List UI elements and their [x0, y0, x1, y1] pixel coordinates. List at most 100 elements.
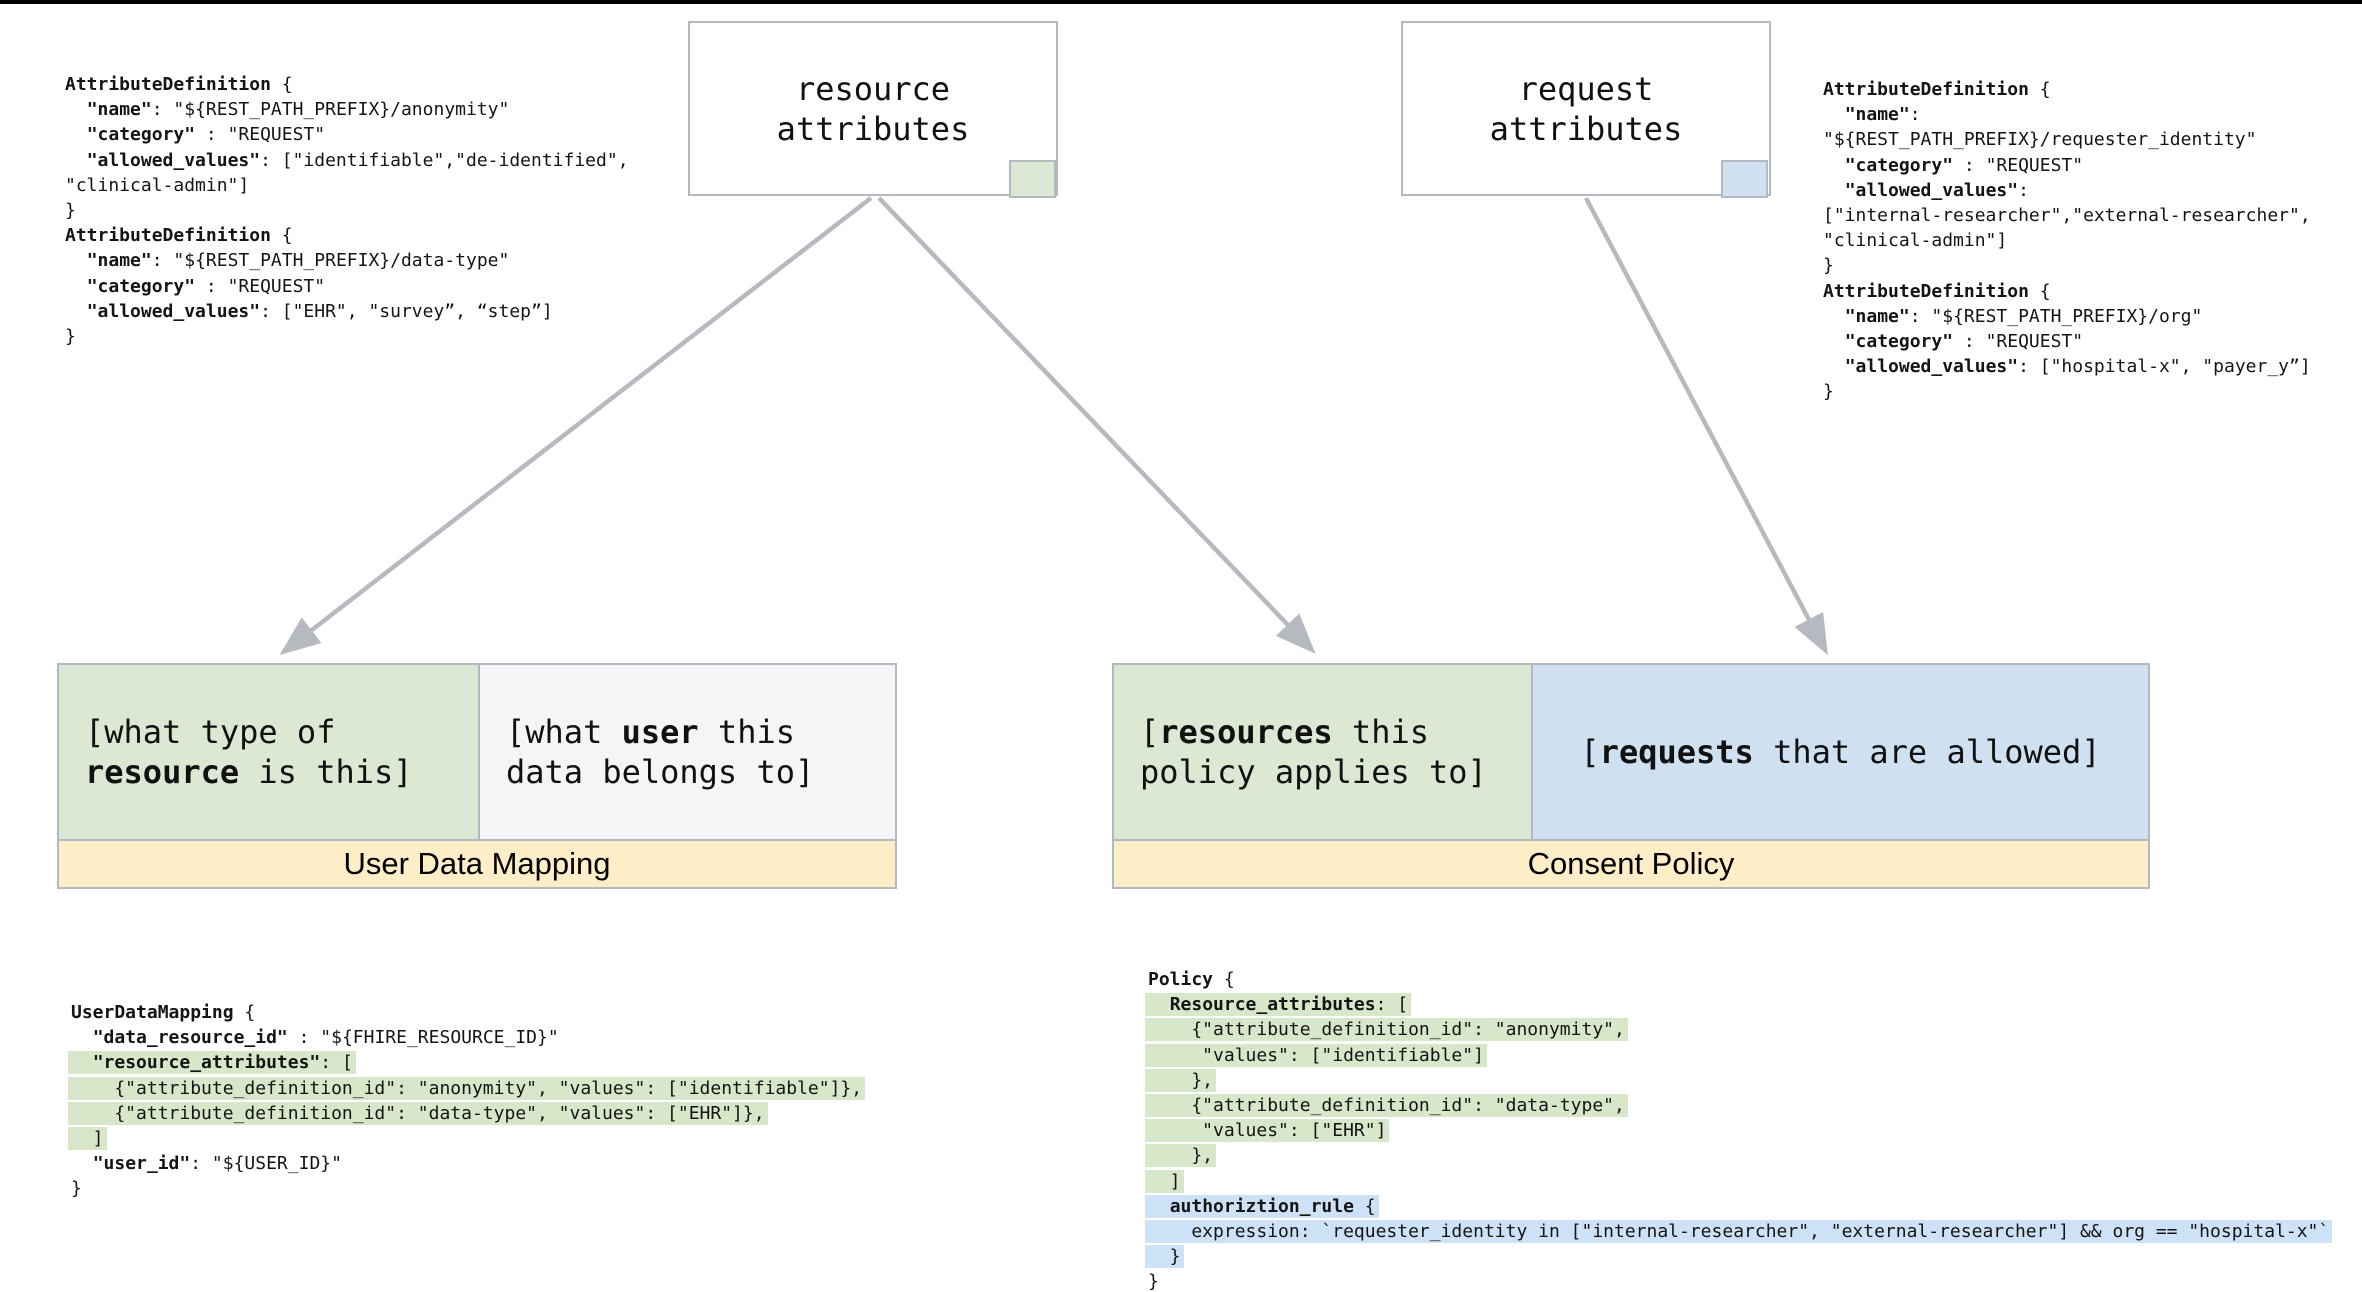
text-run	[1823, 306, 1845, 327]
text-line: {"attribute_definition_id": "anonymity",…	[68, 1076, 866, 1101]
arrow-request-to-policy	[1584, 196, 1828, 656]
text-run: resource	[85, 753, 240, 791]
text-run: "name"	[86, 250, 152, 272]
text-run: : "REQUEST"	[195, 124, 326, 146]
text-run	[1823, 180, 1845, 201]
text-line: "clinical-admin"]	[65, 173, 629, 198]
text-line: attributes	[777, 109, 970, 149]
text-line: "name": "${REST_PATH_PREFIX}/anonymity"	[65, 97, 629, 122]
text-line: },	[1145, 1143, 2332, 1168]
text-run	[65, 150, 87, 171]
text-run: AttributeDefinition	[1823, 79, 2029, 100]
policy-code: Policy { Resource_attributes: [ {"attrib…	[1145, 967, 2333, 1292]
text-line: "name": "${REST_PATH_PREFIX}/org"	[1823, 304, 2311, 329]
text-run: "user_id"	[92, 1153, 191, 1175]
text-run: },	[1148, 1145, 1214, 1167]
text-line: resource is this]	[85, 752, 478, 792]
text-line: "data_resource_id" : "${FHIRE_RESOURCE_I…	[71, 1025, 865, 1050]
attribute-definition-right-code: AttributeDefinition { "name":"${REST_PAT…	[1823, 77, 2311, 405]
text-run: : "REQUEST"	[1953, 154, 2084, 176]
text-run: "clinical-admin"]	[65, 174, 250, 196]
arrow-resource-to-policy	[877, 196, 1316, 654]
text-line: {"attribute_definition_id": "data-type",…	[68, 1101, 865, 1126]
text-line: "allowed_values": ["hospital-x", "payer_…	[1823, 354, 2311, 379]
text-run: }	[1148, 1246, 1181, 1268]
text-line: authoriztion_rule {	[1145, 1194, 2332, 1219]
text-run: that are allowed]	[1753, 733, 2101, 771]
text-run: "name"	[86, 99, 152, 121]
text-run: : "REQUEST"	[1953, 331, 2084, 353]
text-run: "allowed_values"	[1844, 356, 2019, 378]
text-run: {	[233, 1002, 256, 1023]
text-line: }	[71, 1176, 865, 1201]
text-run: {	[1353, 1195, 1376, 1217]
text-line: AttributeDefinition {	[1823, 279, 2311, 304]
text-run: authoriztion_rule	[1169, 1195, 1354, 1217]
text-line: "category" : "REQUEST"	[1823, 153, 2311, 178]
text-run: : "${REST_PATH_PREFIX}/org"	[1909, 305, 2203, 327]
text-run: [what type of	[85, 713, 336, 751]
text-line: }	[65, 324, 629, 349]
text-run: }	[65, 326, 76, 348]
text-run: : "${REST_PATH_PREFIX}/anonymity"	[151, 99, 510, 121]
text-line: ]	[68, 1126, 865, 1151]
text-run	[65, 250, 87, 271]
text-line: AttributeDefinition {	[65, 72, 629, 97]
text-line: Policy {	[1148, 967, 2332, 992]
text-run	[71, 1027, 93, 1048]
text-line: resource	[796, 69, 950, 109]
text-run: : "${FHIRE_RESOURCE_ID}"	[287, 1027, 559, 1049]
text-run: this	[1332, 713, 1429, 751]
text-run: ["internal-researcher","external-researc…	[1823, 205, 2311, 227]
resource-corner-swatch	[1009, 160, 1056, 198]
text-run: : [	[320, 1052, 353, 1074]
text-run: Resource_attributes	[1169, 994, 1376, 1016]
user-data-mapping-caption: User Data Mapping	[59, 839, 895, 887]
text-run: : ["hospital-x", "payer_y”]	[2018, 356, 2311, 378]
text-line: }	[1823, 379, 2311, 404]
text-run	[1823, 104, 1845, 125]
text-line: "values": ["EHR"]	[1145, 1118, 2332, 1143]
user-data-mapping-code: UserDataMapping { "data_resource_id" : "…	[68, 1000, 866, 1202]
text-line: ["internal-researcher","external-researc…	[1823, 203, 2311, 228]
text-run: attributes	[776, 109, 970, 148]
text-line: data belongs to]	[506, 752, 895, 792]
text-run	[1823, 155, 1845, 176]
text-line: "category" : "REQUEST"	[65, 274, 629, 299]
text-run: AttributeDefinition	[65, 225, 271, 247]
text-run: {"attribute_definition_id": "anonymity",…	[71, 1077, 863, 1099]
text-line: AttributeDefinition {	[65, 223, 629, 248]
text-run: {	[2028, 79, 2051, 100]
text-run: ]	[71, 1128, 104, 1150]
text-line: [resources this	[1140, 712, 1531, 752]
text-run: "allowed_values"	[1844, 179, 2019, 201]
text-run: "values": ["identifiable"]	[1148, 1044, 1484, 1066]
text-line: [requests that are allowed]	[1580, 732, 2100, 772]
text-run	[65, 301, 87, 322]
text-run: AttributeDefinition	[1823, 280, 2029, 302]
text-line: "resource_attributes": [	[68, 1050, 865, 1075]
text-run: "category"	[86, 124, 196, 146]
text-run: {"attribute_definition_id": "data-type",…	[71, 1102, 765, 1124]
text-line: }	[65, 198, 629, 223]
text-run: "resource_attributes"	[92, 1052, 321, 1074]
text-line: "${REST_PATH_PREFIX}/requester_identity"	[1823, 127, 2311, 152]
text-run: UserDataMapping	[71, 1002, 234, 1023]
text-run: {	[270, 225, 293, 247]
text-run: AttributeDefinition	[65, 74, 271, 95]
text-line: expression: `requester_identity in ["int…	[1145, 1219, 2333, 1244]
text-run: :	[1909, 104, 1921, 126]
consent-policy-requests-cell: [requests that are allowed]	[1533, 665, 2148, 839]
text-run: {"attribute_definition_id": "anonymity",	[1148, 1019, 1625, 1041]
text-line: },	[1145, 1068, 2332, 1093]
text-line: "name":	[1823, 102, 2311, 127]
text-run: requests	[1599, 733, 1754, 771]
text-run: : [	[1375, 994, 1409, 1016]
text-run: }	[1823, 255, 1834, 277]
